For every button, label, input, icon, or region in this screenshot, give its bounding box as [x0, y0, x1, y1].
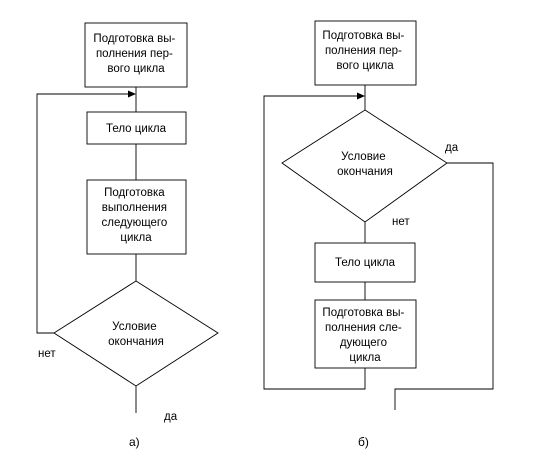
- line: полнения сле-: [325, 322, 402, 334]
- line: Подготовка вы-: [322, 307, 404, 319]
- label-a-no: нет: [38, 348, 56, 360]
- node-a-prep-first: [84, 22, 188, 88]
- node-b-body-text: Тело цикла: [335, 257, 396, 269]
- node-a-condition: [53, 280, 219, 387]
- node-a-body: [86, 111, 187, 145]
- line: следующего: [102, 217, 168, 229]
- line: цикла: [120, 232, 152, 244]
- line: вого цикла: [107, 63, 165, 75]
- edge-b-exit: [394, 162, 494, 410]
- line: полнения пер-: [96, 48, 173, 60]
- line: Подготовка вы-: [322, 30, 404, 42]
- line: Тело цикла: [335, 257, 396, 269]
- line: окончания: [337, 166, 393, 178]
- line: цикла: [349, 352, 381, 364]
- label-b-yes: да: [445, 142, 459, 154]
- node-b-body: [314, 242, 416, 283]
- label-b-no: нет: [392, 216, 410, 228]
- node-a-prep-next-text: Подготовка выполнения следующего цикла: [102, 187, 171, 244]
- edge-a-loop-back: [36, 93, 130, 334]
- node-b-prep-first: [314, 20, 417, 86]
- line: вого цикла: [336, 60, 394, 72]
- flowchart-a: Подготовка вы- полнения пер- вого цикла …: [36, 22, 219, 449]
- line: окончания: [108, 336, 164, 348]
- line: выполнения: [102, 202, 167, 214]
- node-a-prep-next: [86, 179, 187, 255]
- node-a-prep-first-text: Подготовка вы- полнения пер- вого цикла: [93, 33, 178, 75]
- caption-a: а): [129, 435, 140, 449]
- node-b-prep-first-text: Подготовка вы- полнения пер- вого цикла: [322, 30, 407, 72]
- line: Тело цикла: [106, 123, 167, 135]
- arrowhead-b-loop: [357, 92, 365, 100]
- node-b-prep-next-text: Подготовка вы- полнения сле- дующего цик…: [322, 307, 407, 364]
- node-a-condition-text: Условие окончания: [108, 321, 164, 348]
- node-b-prep-next: [314, 299, 417, 369]
- node-b-condition: [281, 109, 448, 223]
- flowchart-b: Подготовка вы- полнения пер- вого цикла …: [263, 20, 494, 449]
- line: полнения пер-: [325, 45, 402, 57]
- caption-b: б): [358, 435, 369, 449]
- line: дующего: [340, 337, 387, 349]
- label-a-yes: да: [164, 411, 178, 423]
- line: Подготовка вы-: [93, 33, 175, 45]
- edge-b-loop-back: [263, 95, 366, 390]
- arrowhead-a-loop: [128, 90, 136, 98]
- line: Подготовка: [104, 187, 165, 199]
- node-a-body-text: Тело цикла: [106, 123, 167, 135]
- line: Условие: [341, 151, 385, 163]
- line: Условие: [112, 321, 156, 333]
- node-b-condition-text: Условие окончания: [337, 151, 393, 178]
